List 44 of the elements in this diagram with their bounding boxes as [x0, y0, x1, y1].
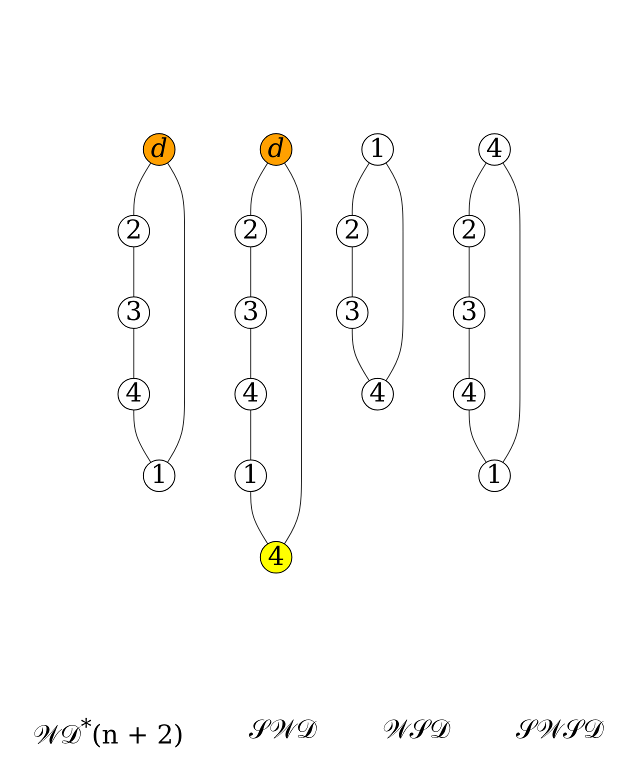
graph-caption: 𝒮𝒲𝒮𝒟: [516, 715, 604, 748]
connector: [132, 410, 151, 464]
node-circle: 3: [234, 296, 266, 330]
connector: [351, 328, 370, 382]
connector: [283, 162, 302, 545]
node-circle: 2: [452, 215, 485, 248]
node-circle: d: [142, 133, 175, 166]
node-circle: 1: [142, 460, 175, 492]
node-circle: 3: [117, 296, 150, 330]
node-circle: 4: [234, 378, 266, 411]
node-circle: 1: [478, 460, 510, 492]
node-circle: 3: [336, 296, 368, 330]
node-circle: 3: [452, 296, 485, 330]
connector: [250, 491, 268, 545]
connector: [250, 246, 251, 298]
connector: [384, 162, 404, 382]
connector: [132, 162, 151, 216]
connector: [166, 162, 185, 464]
node-circle: d: [259, 133, 292, 166]
graph-caption: 𝒲𝒟$^{*}$(n + 2): [32, 715, 184, 751]
connector: [250, 328, 251, 380]
connector: [468, 328, 470, 380]
connector: [351, 162, 370, 216]
connector: [132, 328, 134, 380]
node-circle: 1: [360, 134, 394, 166]
node-circle: 4: [478, 134, 510, 166]
connector: [468, 246, 470, 298]
node-circle: 4: [360, 378, 394, 411]
connector: [468, 410, 486, 464]
node-circle: 4: [117, 378, 150, 411]
node-circle: 2: [234, 215, 266, 248]
node-circle: 1: [234, 460, 266, 492]
connector: [351, 246, 352, 298]
node-circle: 4: [259, 541, 292, 574]
graph-caption: 𝒲𝒮𝒟: [382, 715, 451, 748]
connector: [250, 410, 251, 461]
node-circle: 4: [452, 378, 485, 411]
connector: [502, 162, 520, 464]
connector: [468, 162, 486, 216]
node-circle: 2: [117, 215, 150, 248]
connector: [132, 246, 134, 298]
graph-caption: 𝒮𝒲𝒟: [249, 715, 318, 748]
node-circle: 2: [336, 215, 368, 248]
connector: [250, 162, 268, 216]
